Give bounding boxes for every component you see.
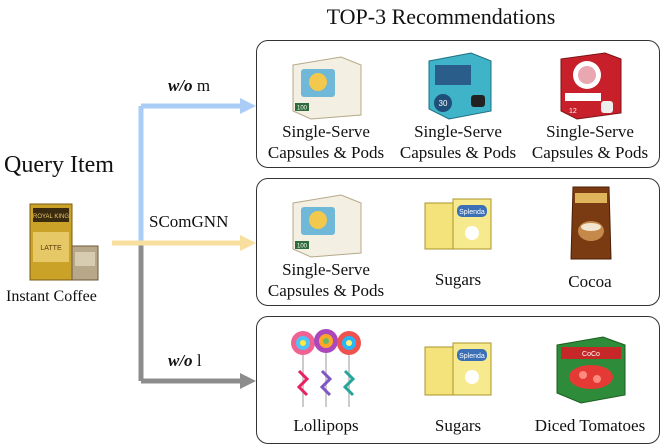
svg-text:Splenda: Splenda: [459, 353, 485, 360]
rec-item: 12 Single-Serve Capsules & Pods: [523, 51, 657, 163]
arrow-scomgnn-head: [240, 235, 256, 251]
rec-item: Cocoa: [523, 185, 657, 292]
rec-item: 100 Single-Serve Capsules & Pods: [259, 51, 393, 163]
tomato-box-image: CoCo: [545, 331, 635, 409]
recommendation-panel-scomgnn: 100 Single-Serve Capsules & Pods Splenda…: [256, 178, 660, 306]
svg-text:12: 12: [569, 108, 577, 115]
recommendation-panel-wo-l: Lollipops Splenda Sugars CoCo Diced Toma…: [256, 316, 660, 444]
rec-item: Splenda Sugars: [391, 331, 525, 436]
arrow-label-wo-l: w/o l: [168, 351, 202, 370]
diagram-title: TOP-3 Recommendations: [326, 4, 556, 29]
kcup-box-image: 100: [281, 51, 371, 121]
rec-item: Splenda Sugars: [391, 189, 525, 290]
lollipops-image: [281, 327, 371, 409]
kcup-box-image: 12: [545, 51, 635, 121]
cocoa-pouch-image: [545, 185, 635, 261]
arrow-wo-m-head: [240, 98, 256, 114]
instant-coffee-image: ROYAL KING LATTE: [22, 202, 106, 282]
svg-text:100: 100: [297, 106, 308, 112]
query-item-label: Instant Coffee: [6, 288, 97, 305]
arrow-wo-l-head: [240, 373, 256, 389]
recommendation-panel-wo-m: 100 Single-Serve Capsules & Pods 30 Sing…: [256, 40, 660, 168]
svg-text:Splenda: Splenda: [459, 209, 485, 216]
sweetener-boxes-image: Splenda: [413, 331, 503, 409]
arrow-label-scomgnn: SComGNN: [149, 212, 229, 231]
query-heading: Query Item: [4, 152, 114, 178]
brand-text: ROYAL KING: [33, 214, 69, 220]
svg-text:30: 30: [439, 99, 448, 108]
rec-item: Lollipops: [259, 327, 393, 436]
kcup-box-image: 30: [413, 51, 503, 121]
sweetener-boxes-image: Splenda: [413, 189, 503, 259]
product-line-text: LATTE: [40, 245, 62, 252]
svg-text:100: 100: [297, 244, 308, 250]
svg-text:CoCo: CoCo: [582, 351, 600, 358]
rec-item: CoCo Diced Tomatoes: [523, 331, 657, 436]
rec-item: 30 Single-Serve Capsules & Pods: [391, 51, 525, 163]
arrow-label-wo-m: w/o m: [168, 76, 211, 95]
rec-item: 100 Single-Serve Capsules & Pods: [259, 189, 393, 301]
kcup-box-image: 100: [281, 189, 371, 259]
